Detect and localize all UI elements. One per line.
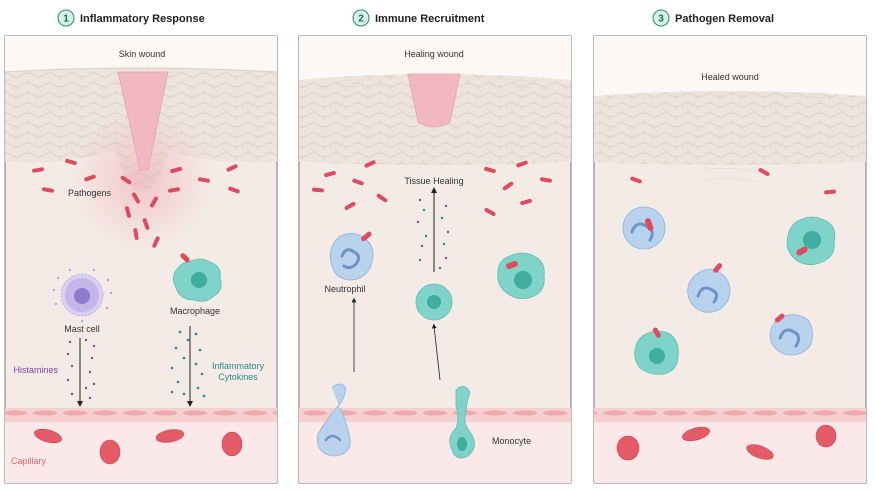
panel-3-skin-layer	[594, 91, 866, 165]
panel-3-title: Pathogen Removal	[675, 13, 774, 25]
panel-3-number: 3	[658, 14, 664, 25]
mast-cell-label: Mast cell	[64, 324, 100, 334]
healing-wound-label: Healing wound	[404, 49, 464, 59]
macrophage-panel-3-a	[786, 216, 836, 265]
pathogens-group-3	[630, 168, 836, 195]
capillary-wall-2	[299, 408, 571, 422]
healed-wound-label: Healed wound	[701, 72, 759, 82]
panel-3-header: 3 Pathogen Removal	[652, 9, 774, 27]
tissue-healing-label: Tissue Healing	[404, 176, 463, 186]
neutrophil-extravasating	[316, 383, 351, 457]
panel-1-header: 1 Inflammatory Response	[57, 9, 205, 27]
pathogens-group-2	[312, 160, 552, 216]
mast-cell	[53, 269, 112, 322]
panel-2-number: 2	[358, 14, 364, 25]
cytokine-dots	[170, 330, 206, 398]
neutrophil-label: Neutrophil	[324, 284, 365, 294]
inflammation-glow	[72, 110, 212, 250]
panel-2: Healing wound Tissue Healing	[298, 35, 572, 484]
monocyte-label: Monocyte	[492, 436, 531, 446]
panel-2-header: 2 Immune Recruitment	[352, 9, 485, 27]
macrophage-panel-2	[415, 283, 453, 321]
neutrophil-panel-3-b	[687, 263, 731, 313]
red-blood-cells-3	[616, 424, 837, 461]
monocyte-migration-arrow	[431, 323, 441, 381]
capillary-label: Capillary	[11, 456, 47, 466]
macrophage	[173, 253, 222, 302]
histamine-dots	[66, 338, 96, 400]
panel-1-number: 1	[63, 14, 69, 25]
macrophage-panel-3-b	[634, 327, 679, 375]
neutrophil-panel-3-c	[769, 313, 813, 356]
histamines-label: Histamines	[13, 365, 58, 375]
neutrophil-panel-3-a	[622, 206, 666, 250]
capillary-wall-3	[594, 408, 866, 422]
capillary-wall	[5, 408, 277, 422]
skin-wound	[117, 71, 169, 171]
macrophage-label: Macrophage	[170, 306, 220, 316]
skin-wound-label: Skin wound	[119, 49, 166, 59]
monocyte-extravasating	[449, 386, 475, 459]
panel-1-title: Inflammatory Response	[80, 13, 205, 25]
panel-1: Skin wound Pathogens	[4, 35, 278, 484]
macrophage-engulfing	[497, 252, 545, 299]
panel-3: Healed wound	[593, 35, 867, 484]
pathogens-group-1	[32, 158, 240, 248]
inflammatory-cytokines-label-line1: Inflammatory	[212, 361, 265, 371]
red-blood-cells-1	[34, 428, 243, 465]
panel-2-title: Immune Recruitment	[375, 13, 485, 25]
healing-factor-dots	[416, 198, 450, 270]
healing-wound	[407, 73, 461, 128]
inflammatory-cytokines-label-line2: Cytokines	[218, 372, 258, 382]
pathogens-label: Pathogens	[68, 188, 112, 198]
neutrophil	[329, 231, 374, 281]
